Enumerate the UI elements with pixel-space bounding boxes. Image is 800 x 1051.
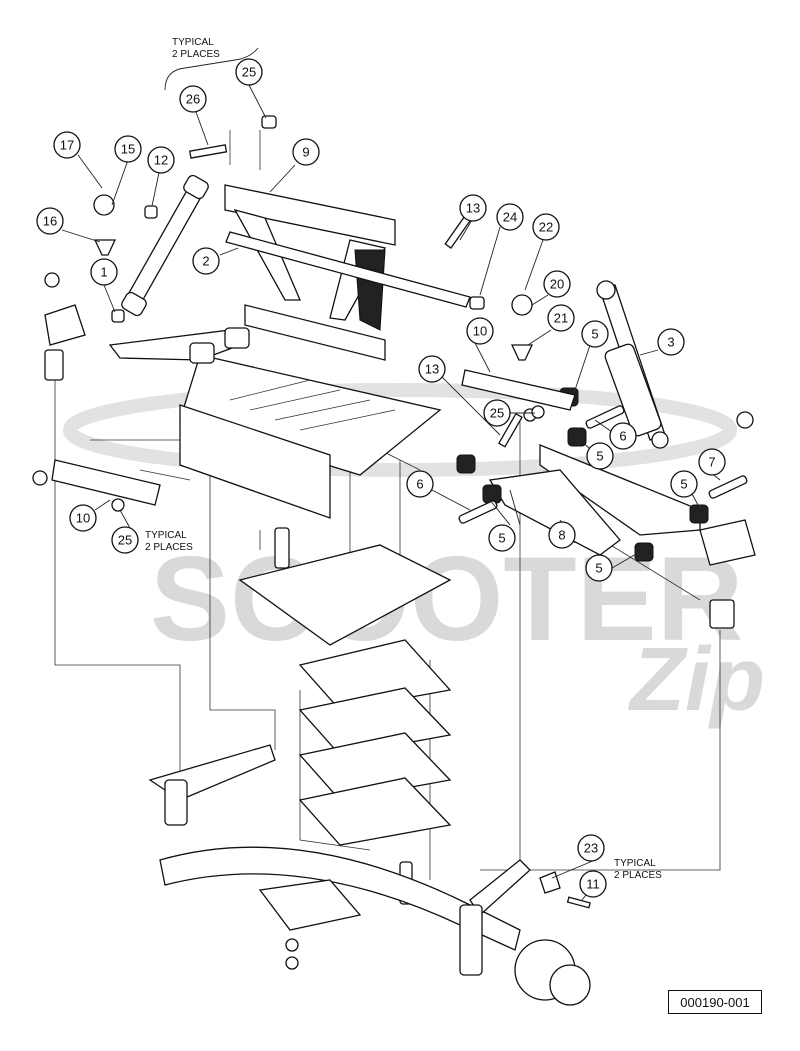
svg-text:TYPICAL: TYPICAL bbox=[172, 37, 214, 48]
svg-text:7: 7 bbox=[708, 455, 715, 470]
svg-text:22: 22 bbox=[539, 220, 553, 235]
callout-13-lower: 13 bbox=[418, 355, 446, 383]
svg-text:12: 12 bbox=[154, 153, 168, 168]
callout-8: 8 bbox=[548, 521, 576, 549]
svg-text:8: 8 bbox=[558, 528, 565, 543]
callout-20: 20 bbox=[543, 270, 571, 298]
callout-2: 2 bbox=[192, 247, 220, 275]
svg-text:11: 11 bbox=[586, 877, 600, 892]
callout-3: 3 bbox=[657, 328, 685, 356]
callout-26: 26 bbox=[179, 85, 207, 113]
callout-5-e: 5 bbox=[585, 554, 613, 582]
shock-absorber-left bbox=[121, 174, 209, 317]
svg-text:5: 5 bbox=[591, 327, 598, 342]
svg-text:1: 1 bbox=[100, 265, 107, 280]
callout-25-middle: 25 bbox=[483, 399, 511, 427]
links-10 bbox=[32, 369, 576, 512]
callout-11: 11 bbox=[579, 870, 607, 898]
callout-5-a: 5 bbox=[581, 320, 609, 348]
svg-text:2 PLACES: 2 PLACES bbox=[614, 870, 662, 881]
front-axle bbox=[148, 744, 591, 1006]
svg-text:25: 25 bbox=[490, 406, 504, 421]
note-top: TYPICAL 2 PLACES bbox=[172, 37, 220, 60]
svg-text:5: 5 bbox=[498, 531, 505, 546]
svg-text:21: 21 bbox=[554, 311, 568, 326]
callout-22: 22 bbox=[532, 213, 560, 241]
front-frame bbox=[179, 184, 471, 519]
lower-a-arm-right bbox=[488, 411, 756, 629]
shock-absorber-right bbox=[596, 280, 669, 449]
callout-15: 15 bbox=[114, 135, 142, 163]
callout-6-left: 6 bbox=[406, 470, 434, 498]
callout-5-b: 5 bbox=[586, 442, 614, 470]
svg-text:5: 5 bbox=[680, 477, 687, 492]
leaf-spring-stack bbox=[238, 527, 452, 905]
note-top-brace bbox=[164, 47, 259, 91]
callout-21: 21 bbox=[547, 304, 575, 332]
svg-text:23: 23 bbox=[584, 841, 598, 856]
callout-6-right: 6 bbox=[609, 422, 637, 450]
callout-23: 23 bbox=[577, 834, 605, 862]
svg-text:2 PLACES: 2 PLACES bbox=[172, 49, 220, 60]
svg-text:2 PLACES: 2 PLACES bbox=[145, 542, 193, 553]
svg-text:15: 15 bbox=[121, 142, 135, 157]
svg-text:25: 25 bbox=[242, 65, 256, 80]
svg-text:20: 20 bbox=[550, 277, 564, 292]
svg-text:6: 6 bbox=[416, 477, 423, 492]
callout-25-lower: 25 bbox=[111, 526, 139, 554]
svg-text:26: 26 bbox=[186, 92, 200, 107]
note-bottom: TYPICAL 2 PLACES bbox=[614, 858, 662, 881]
svg-text:9: 9 bbox=[302, 145, 309, 160]
svg-text:10: 10 bbox=[76, 511, 90, 526]
callout-10-lower: 10 bbox=[69, 504, 97, 532]
svg-text:5: 5 bbox=[596, 449, 603, 464]
bushings bbox=[456, 387, 748, 562]
svg-text:3: 3 bbox=[667, 335, 674, 350]
watermark-script: Zip bbox=[627, 630, 765, 730]
watermark: SCOOTER Zip bbox=[63, 383, 765, 730]
drawing-number: 000190-001 bbox=[668, 990, 762, 1014]
callout-1: 1 bbox=[90, 258, 118, 286]
callout-7: 7 bbox=[698, 448, 726, 476]
callout-25: 25 bbox=[235, 58, 263, 86]
svg-text:5: 5 bbox=[595, 561, 602, 576]
callout-12: 12 bbox=[147, 146, 175, 174]
fasteners bbox=[93, 115, 545, 448]
svg-text:13: 13 bbox=[466, 201, 480, 216]
svg-text:TYPICAL: TYPICAL bbox=[614, 858, 656, 869]
callout-10-upper: 10 bbox=[466, 317, 494, 345]
callout-9: 9 bbox=[292, 138, 320, 166]
svg-text:13: 13 bbox=[425, 362, 439, 377]
note-left: TYPICAL 2 PLACES bbox=[145, 530, 193, 553]
svg-text:10: 10 bbox=[473, 324, 487, 339]
callout-13-upper: 13 bbox=[459, 194, 487, 222]
svg-text:24: 24 bbox=[503, 210, 517, 225]
callout-24: 24 bbox=[496, 203, 524, 231]
svg-text:25: 25 bbox=[118, 533, 132, 548]
svg-text:16: 16 bbox=[43, 214, 57, 229]
callout-5-d: 5 bbox=[488, 524, 516, 552]
svg-text:6: 6 bbox=[619, 429, 626, 444]
upper-a-arm-left bbox=[44, 272, 250, 381]
svg-text:2: 2 bbox=[202, 254, 209, 269]
svg-text:17: 17 bbox=[60, 138, 74, 153]
callout-5-c: 5 bbox=[670, 470, 698, 498]
callout-17: 17 bbox=[53, 131, 81, 159]
svg-text:TYPICAL: TYPICAL bbox=[145, 530, 187, 541]
callout-16: 16 bbox=[36, 207, 64, 235]
